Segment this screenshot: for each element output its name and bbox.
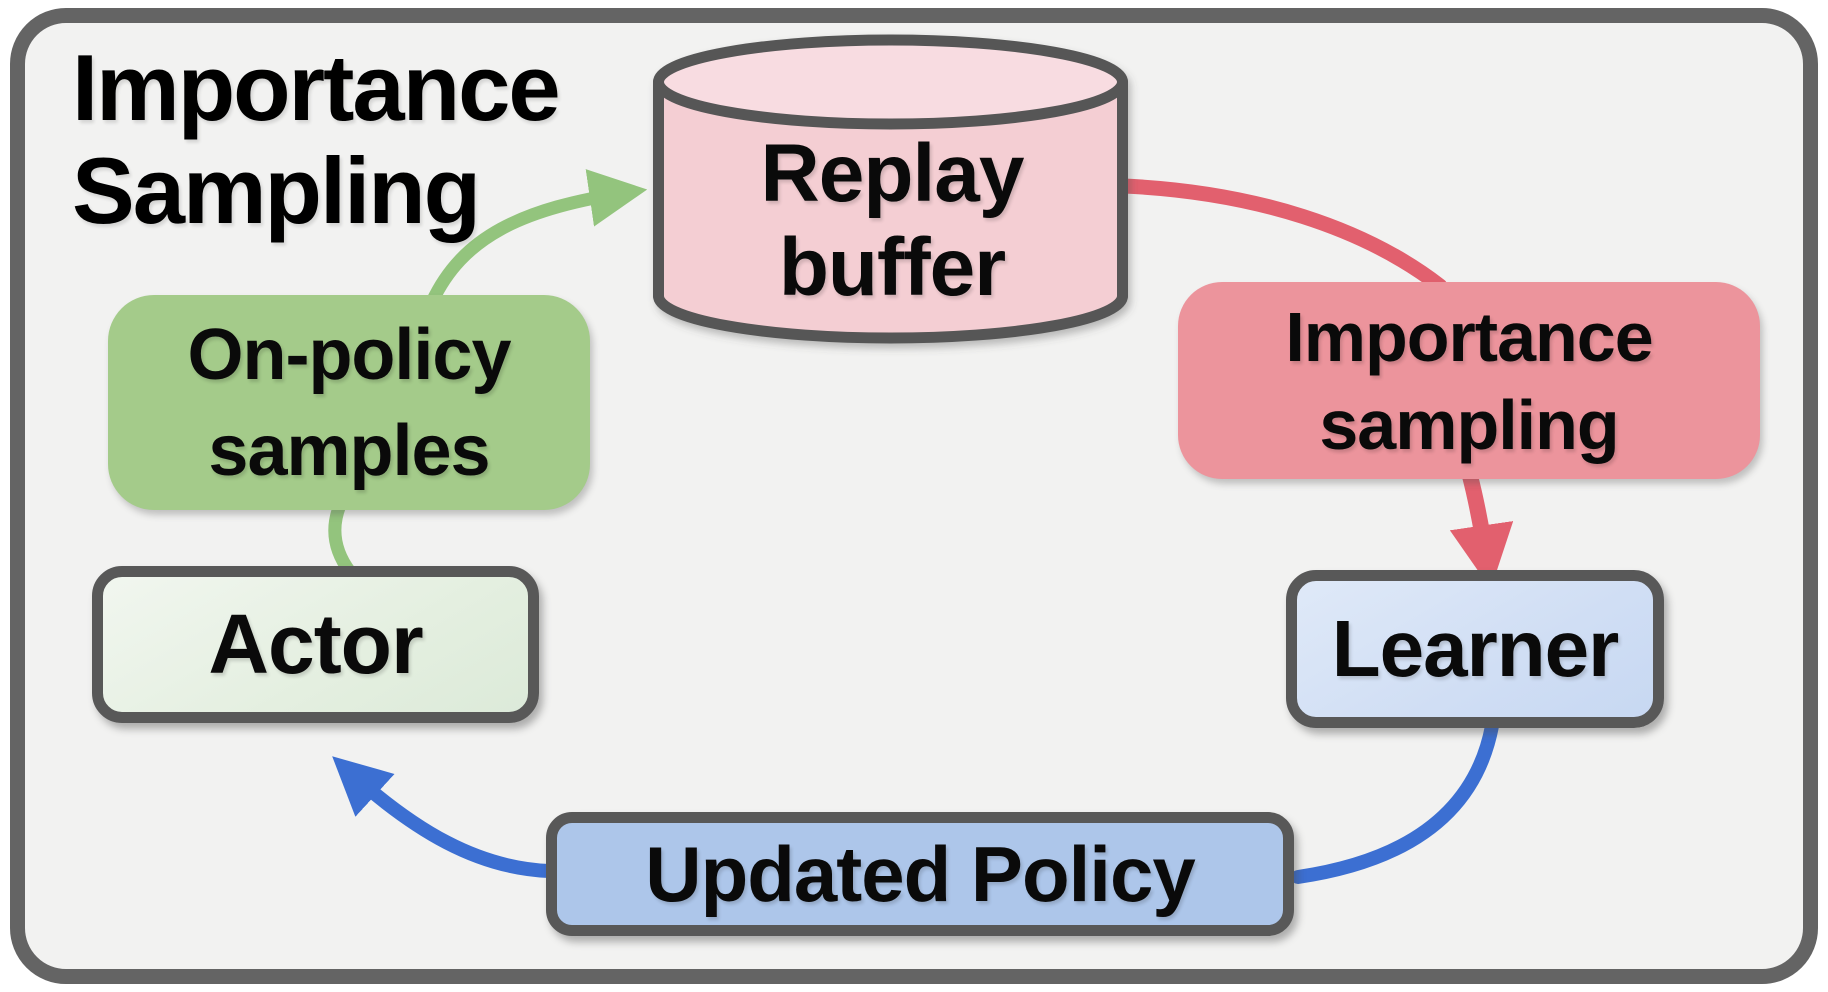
replay-buffer-cylinder — [653, 34, 1128, 344]
node-importance-sampling: Importance sampling — [1178, 282, 1760, 479]
node-updated-policy: Updated Policy — [546, 812, 1294, 936]
updated-policy-label: Updated Policy — [645, 829, 1195, 918]
actor-label: Actor — [208, 597, 423, 691]
replay-buffer-label-line2: buffer — [778, 222, 1006, 313]
red-curve-path — [1116, 178, 1448, 294]
replay-buffer-label-line1: Replay — [760, 128, 1025, 219]
red-arrow-path — [1449, 468, 1514, 589]
node-on-policy-samples: On-policy samples — [108, 295, 590, 510]
cylinder-top-ellipse — [653, 34, 1128, 130]
node-learner: Learner — [1286, 570, 1664, 728]
on-policy-samples-line2: samples — [208, 410, 490, 491]
importance-sampling-line1: Importance — [1285, 297, 1653, 376]
green-arrow-path — [425, 169, 648, 309]
node-actor: Actor — [92, 566, 539, 723]
blue-curve-path — [1291, 719, 1499, 884]
green-connector-path — [328, 498, 357, 579]
diagram-title: Importance Sampling — [72, 35, 561, 243]
importance-sampling-line2: sampling — [1319, 385, 1619, 464]
diagram-title-line1: Importance — [72, 35, 561, 140]
learner-label: Learner — [1331, 604, 1619, 693]
diagram-title-line2: Sampling — [72, 138, 481, 243]
node-replay-buffer-label: Replay buffer — [660, 112, 1124, 330]
blue-arrow-path — [332, 756, 556, 878]
on-policy-samples-line1: On-policy — [187, 314, 511, 395]
